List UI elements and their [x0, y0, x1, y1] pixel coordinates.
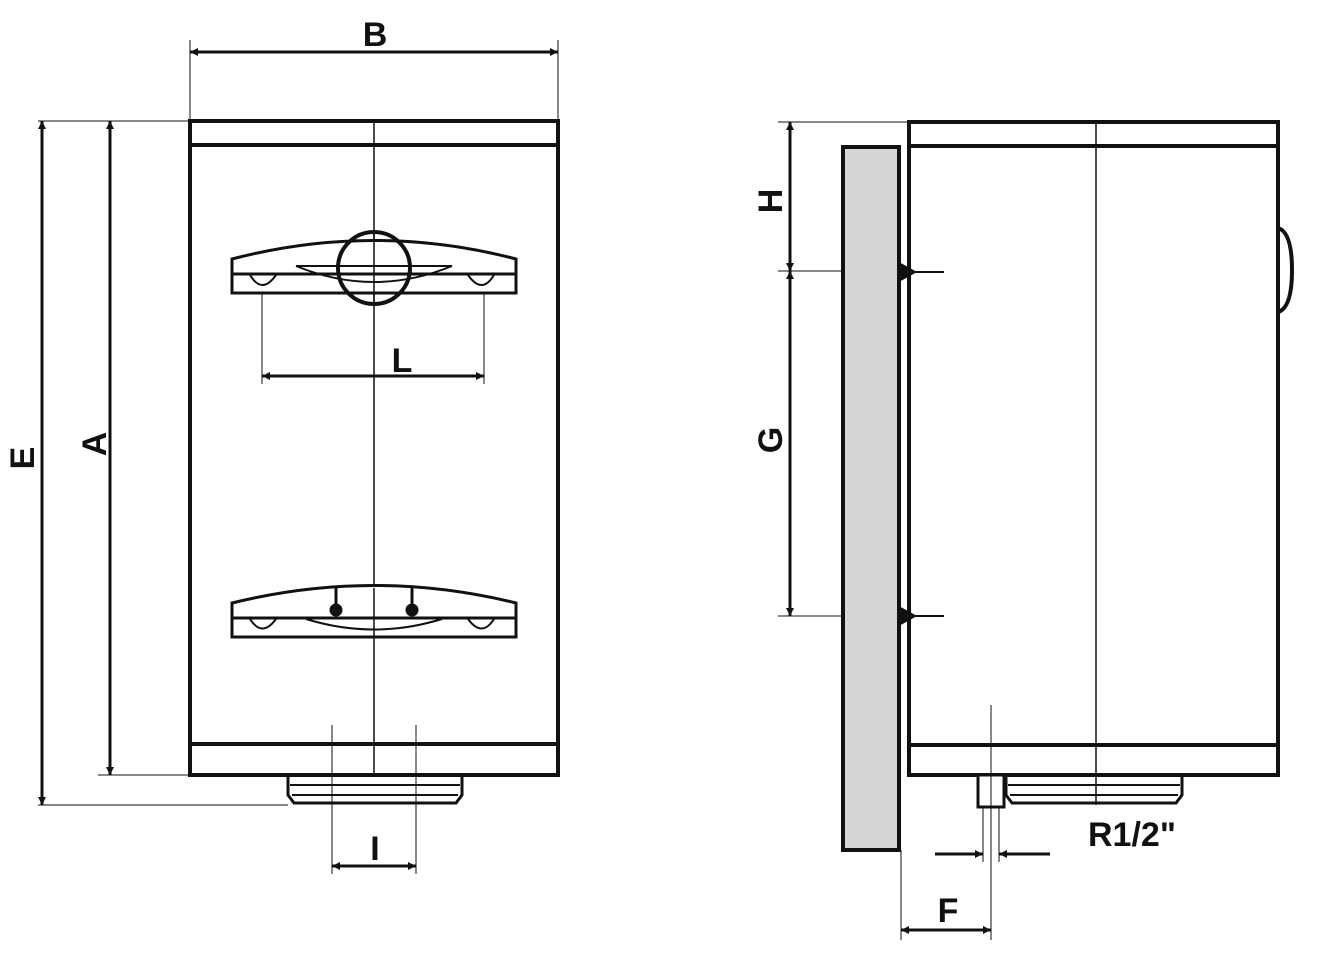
front-view — [38, 40, 560, 874]
mounting-wall — [841, 145, 901, 852]
label-l: L — [392, 342, 413, 380]
label-i: I — [370, 830, 379, 868]
side-tank-body — [907, 120, 1280, 777]
front-bottom-cap — [286, 773, 464, 805]
side-bottom-cap — [1004, 773, 1184, 805]
pipe-connector-left — [329, 603, 343, 617]
label-a: A — [76, 432, 114, 457]
pipe-connector-right — [405, 603, 419, 617]
label-e: E — [4, 447, 42, 470]
label-thread-r1-2: R1/2" — [1088, 816, 1176, 854]
label-f: F — [938, 892, 959, 930]
side-view — [778, 120, 1295, 940]
label-h: H — [752, 189, 790, 214]
label-g: G — [752, 427, 790, 453]
lower-mounting-bracket — [230, 584, 518, 639]
label-b: B — [363, 16, 388, 54]
upper-mounting-bracket — [230, 230, 518, 306]
side-thermostat-knob — [1277, 226, 1295, 314]
